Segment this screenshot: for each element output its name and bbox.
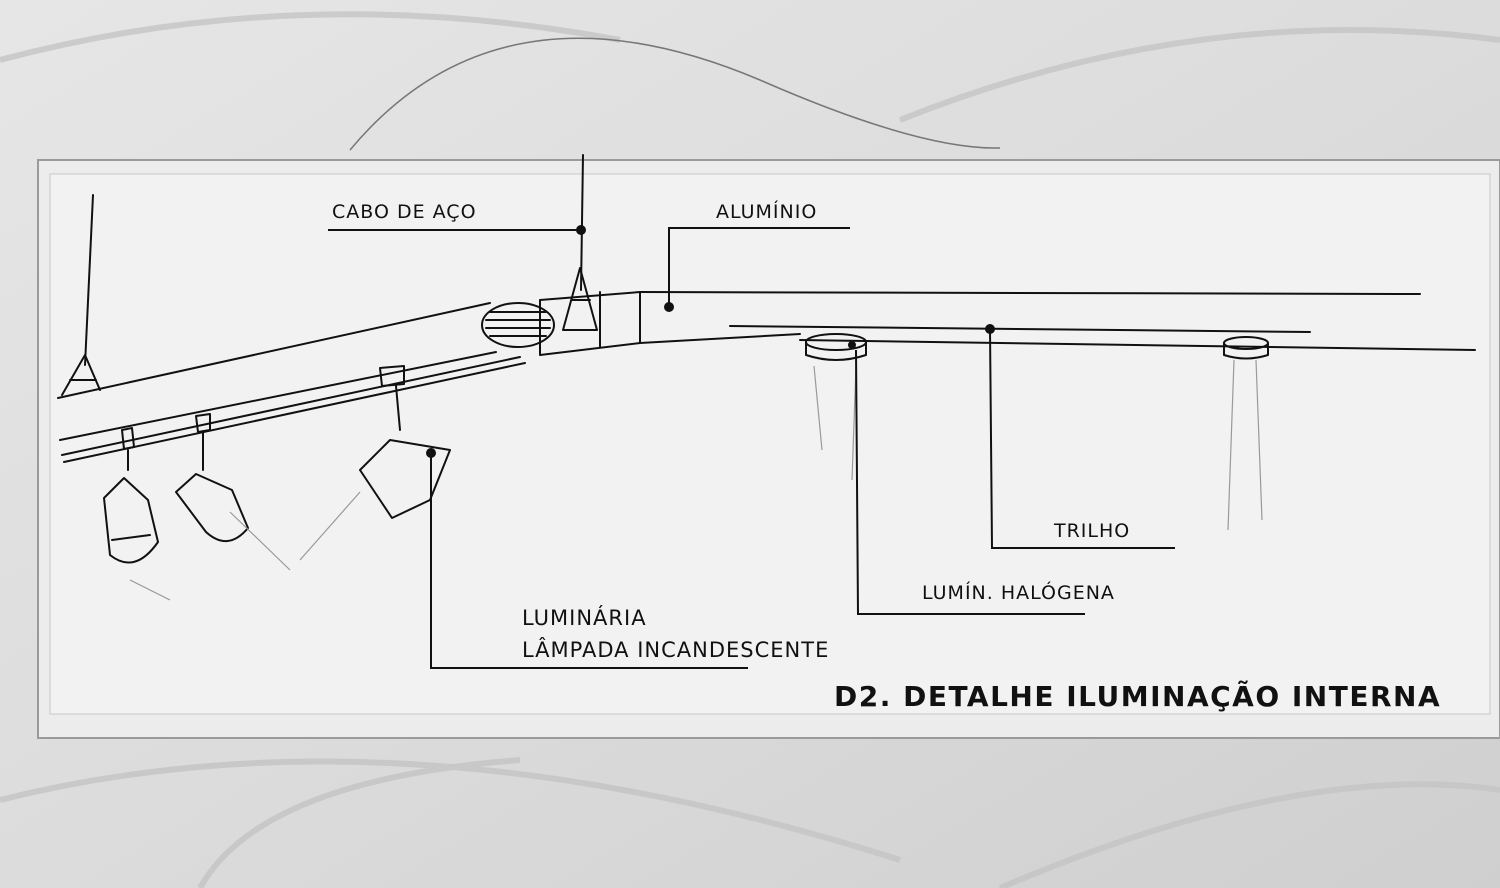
label-luminaire-line1: LUMINÁRIA (522, 606, 647, 630)
spot-mount-3 (379, 365, 405, 387)
incandescent-spot-3 (359, 439, 451, 519)
left-hanger-cable (84, 194, 94, 366)
drawing-title: D2. DETALHE ILUMINAÇÃO INTERNA (834, 680, 1442, 713)
label-luminaire-line2: LÂMPADA INCANDESCENTE (522, 638, 830, 662)
horizontal-tube-bottom (639, 333, 801, 344)
diagonal-rail (61, 356, 521, 456)
horizontal-tube-top (639, 291, 1421, 295)
diagonal-tube-bottom (59, 351, 497, 441)
spot-mount-1 (121, 427, 135, 450)
center-hanger-cable (580, 154, 584, 291)
drawing-card-inner (49, 173, 1491, 715)
label-halogen: LUMÍN. HALÓGENA (922, 582, 1115, 604)
label-rail: TRILHO (1054, 520, 1131, 542)
center-hanger-clamp (562, 267, 598, 331)
incandescent-spot-1 (103, 477, 159, 564)
left-hanger-clamp (61, 354, 101, 396)
label-aluminium: ALUMÍNIO (716, 201, 818, 223)
spot-mount-2 (195, 413, 211, 433)
track-lower (799, 339, 1476, 351)
label-steel-cable: CABO DE AÇO (332, 201, 477, 223)
background-curves (0, 11, 1500, 888)
light-cones (129, 359, 1263, 601)
tube-end-vent (481, 302, 555, 348)
pencil-curve (349, 37, 1001, 151)
track-rail (729, 325, 1311, 333)
diagonal-tube-top (57, 302, 491, 399)
incandescent-spot-2 (175, 473, 249, 542)
leader-lines (328, 227, 1175, 669)
